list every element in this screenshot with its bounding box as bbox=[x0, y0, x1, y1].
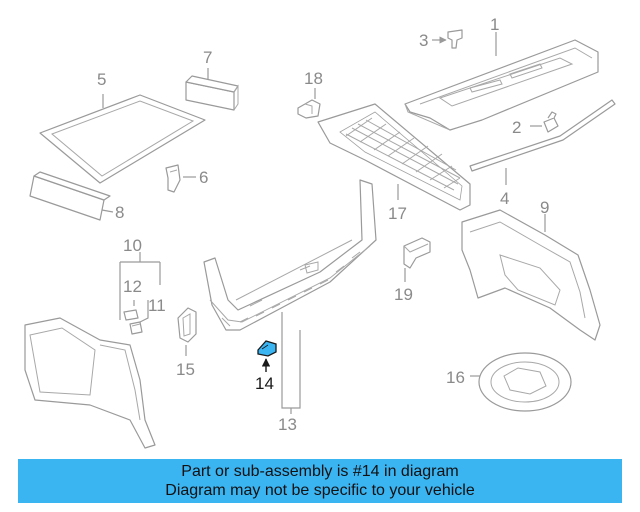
callout-6: 6 bbox=[199, 168, 208, 187]
part-18-bracket bbox=[297, 88, 321, 119]
callout-8: 8 bbox=[115, 203, 124, 222]
part-5-floor-mat bbox=[39, 94, 206, 184]
part-16-wheel-cover bbox=[470, 352, 572, 412]
callout-group-10 bbox=[119, 252, 161, 323]
part-14-clip-highlighted bbox=[257, 340, 277, 372]
callout-17: 17 bbox=[388, 204, 407, 223]
parts-diagram: 1 2 3 4 5 6 7 8 9 10 11 12 13 14 15 16 1… bbox=[24, 15, 616, 449]
part-4-trim-strip bbox=[469, 99, 616, 185]
info-banner: Part or sub-assembly is #14 in diagram D… bbox=[18, 459, 622, 503]
callout-19: 19 bbox=[394, 285, 413, 304]
callout-1: 1 bbox=[490, 15, 499, 34]
part-2-clip bbox=[530, 111, 559, 133]
callout-3: 3 bbox=[419, 31, 428, 50]
callout-group-13 bbox=[281, 312, 301, 414]
part-8-foam-strip bbox=[29, 171, 114, 221]
callout-16: 16 bbox=[446, 368, 465, 387]
part-3-push-pin bbox=[432, 29, 463, 49]
part-11-clip bbox=[129, 321, 143, 335]
part-12-clip bbox=[123, 309, 139, 321]
part-10-side-panel-left bbox=[24, 317, 156, 449]
part-19-bracket bbox=[403, 237, 431, 282]
callout-11: 11 bbox=[148, 296, 166, 315]
callout-9: 9 bbox=[540, 198, 549, 217]
callout-7: 7 bbox=[203, 48, 212, 67]
part-9-side-panel-right bbox=[461, 209, 601, 341]
callout-14: 14 bbox=[255, 374, 274, 393]
callout-13: 13 bbox=[278, 415, 297, 434]
part-7-foam-block bbox=[185, 68, 239, 111]
banner-line-1: Part or sub-assembly is #14 in diagram bbox=[181, 463, 459, 480]
part-1-parcel-shelf bbox=[404, 32, 599, 131]
part-6-clip bbox=[165, 164, 196, 193]
callout-4: 4 bbox=[500, 189, 509, 208]
callout-10: 10 bbox=[123, 236, 142, 255]
banner-line-2: Diagram may not be specific to your vehi… bbox=[165, 482, 475, 499]
part-13-sill-trim bbox=[203, 179, 377, 331]
callout-2: 2 bbox=[512, 118, 521, 137]
callout-5: 5 bbox=[97, 70, 106, 89]
callout-18: 18 bbox=[304, 69, 323, 88]
callout-12: 12 bbox=[123, 277, 142, 296]
callout-15: 15 bbox=[176, 360, 195, 379]
part-17-trim-panel bbox=[317, 103, 471, 211]
part-15-bracket bbox=[177, 307, 197, 356]
